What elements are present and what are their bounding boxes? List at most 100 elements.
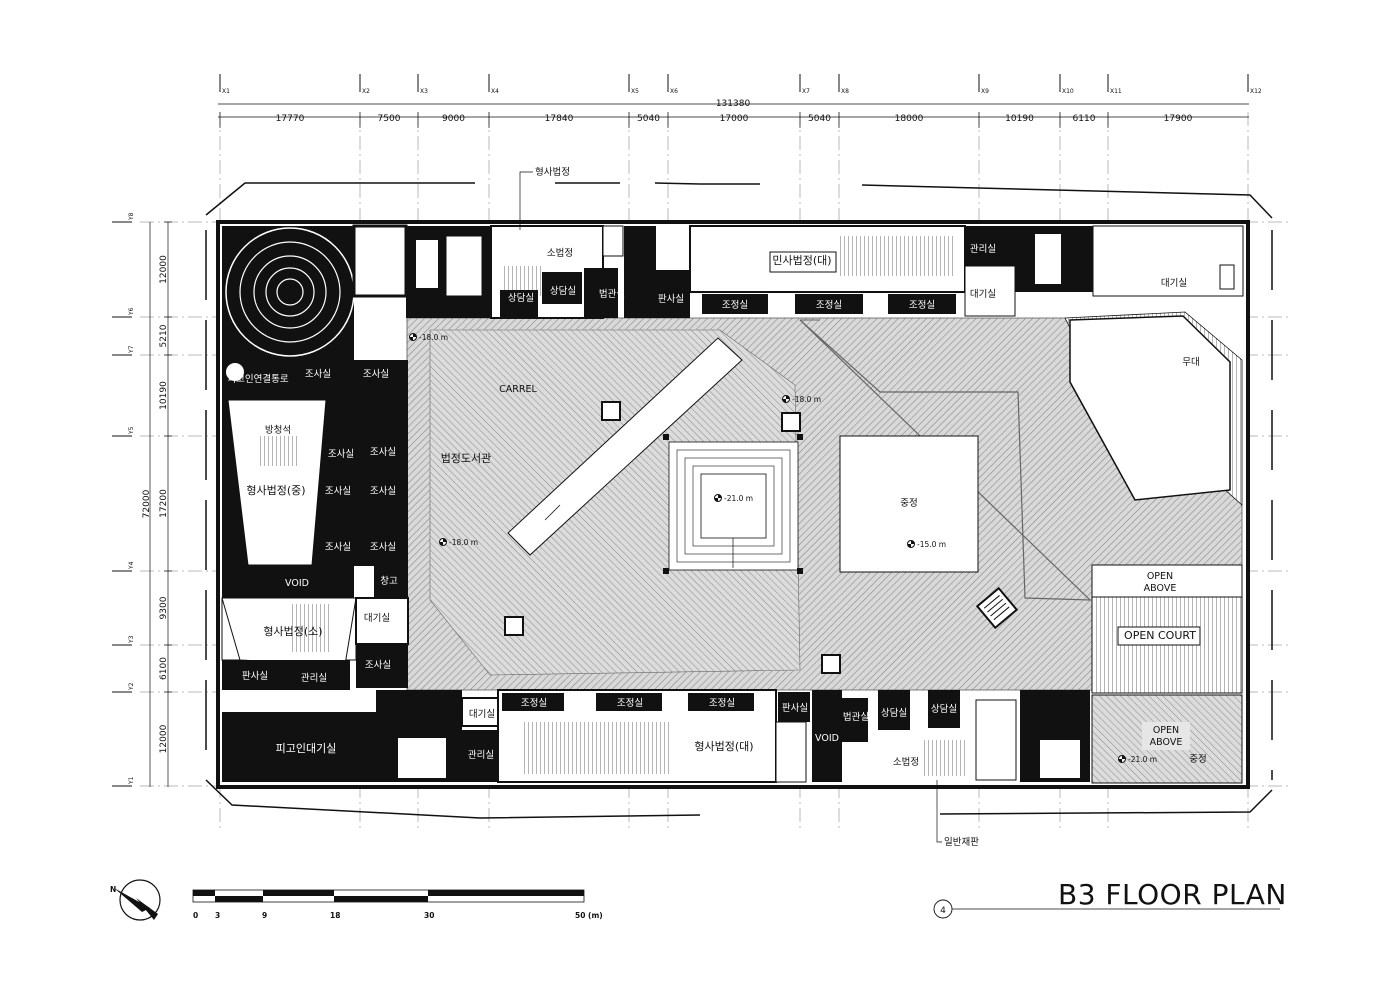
x-span-dimension: 17900 (1164, 114, 1193, 124)
total-dimension: 131380 (716, 99, 751, 109)
svg-text:형사법정: 형사법정 (535, 167, 570, 178)
room-label-josa-a: 조사실 (305, 369, 331, 380)
elevation-mark: -18.0 m (409, 333, 448, 342)
elevation-mark: -21.0 m (1118, 755, 1157, 764)
y-grid-label: Y4 (128, 561, 135, 570)
site-boundary (205, 182, 1273, 819)
elevation-mark: -21.0 m (714, 494, 753, 503)
room-label-mudae: 무대 (1182, 357, 1199, 368)
room-label-sangdam-1: 상담실 (508, 292, 534, 304)
room-label-josa-5: 조사실 (325, 542, 351, 553)
bottom-rooms (461, 689, 1090, 783)
y-grid-label: Y7 (128, 345, 135, 354)
top-rooms (222, 224, 1244, 360)
svg-text:-18.0 m: -18.0 m (449, 538, 478, 547)
room-label-josa-7: 조사실 (365, 660, 391, 671)
x-span-dimension: 6110 (1073, 114, 1096, 124)
room-label-open-court: OPEN COURT (1124, 629, 1196, 642)
room-label-bangcheong: 방청석 (265, 425, 291, 436)
svg-text:N: N (110, 885, 116, 894)
svg-text:-18.0 m: -18.0 m (792, 395, 821, 404)
x-span-dimension: 5040 (637, 114, 660, 124)
room-label-jungjeong: 중정 (900, 498, 917, 509)
room-label-sangdam-2: 상담실 (550, 285, 576, 297)
central-hall (406, 311, 1243, 691)
x-span-dimension: 18000 (895, 114, 924, 124)
y-span-dimension: 10190 (159, 381, 169, 410)
room-label-jojeong-t3: 조정실 (909, 300, 935, 311)
room-label-josa-4: 조사실 (370, 486, 396, 497)
room-label-void-left: VOID (285, 578, 309, 589)
room-label-hyeongsa-large: 형사법정(대) (694, 740, 753, 753)
room-label-jungjeong-br: 중정 (1189, 754, 1206, 765)
x-grid-label: X8 (841, 88, 849, 95)
room-label-jojeong-b3: 조정실 (709, 698, 735, 709)
svg-text:30: 30 (424, 911, 434, 920)
y-grid-label: Y8 (128, 212, 135, 221)
x-span-dimension: 5040 (808, 114, 831, 124)
room-label-changgo: 창고 (380, 576, 398, 587)
x-grid-label: X11 (1110, 88, 1122, 95)
y-grid-label: Y3 (128, 635, 135, 644)
elevation-mark: -18.0 m (782, 395, 821, 404)
elevation-mark: -18.0 m (439, 538, 478, 547)
drawing-number: 4 (940, 906, 946, 916)
room-label-daegi-top: 대기실 (970, 289, 996, 300)
x-span-dimension: 17000 (720, 114, 749, 124)
room-label-gwanri-bottom: 관리실 (468, 750, 494, 761)
x-grid-label: X12 (1250, 88, 1262, 95)
room-label-jojeong-t1: 조정실 (722, 300, 748, 311)
room-label-pigoin: 피고인대기실 (276, 742, 337, 755)
y-grid-label: Y5 (128, 426, 135, 435)
room-label-sangdam-3: 상담실 (881, 707, 907, 719)
y-span-dimension: 17200 (159, 489, 169, 518)
room-label-josa-b: 조사실 (363, 369, 389, 380)
x-grid-label: X5 (631, 88, 639, 95)
room-label-jojeong-b1: 조정실 (521, 698, 547, 709)
room-label-void-bottom: VOID (815, 733, 839, 744)
x-grid-label: X4 (491, 88, 499, 95)
room-label-josa-1: 조사실 (328, 449, 354, 460)
room-label-josa-3: 조사실 (325, 486, 351, 497)
x-grid-label: X3 (420, 88, 428, 95)
room-label-josa-2: 조사실 (370, 447, 396, 458)
y-grid-label: Y2 (128, 682, 135, 691)
callout-bottom: 일반재판 (936, 780, 979, 848)
svg-text:-21.0 m: -21.0 m (1128, 755, 1157, 764)
svg-text:3: 3 (215, 911, 220, 920)
room-label-pansa-left: 판사실 (242, 671, 268, 682)
x-span-dimension: 10190 (1005, 114, 1034, 124)
y-span-dimension: 12000 (159, 255, 169, 284)
room-label-hyeongsa-mid: 형사법정(중) (246, 484, 305, 497)
x-grid-label: X7 (802, 88, 810, 95)
svg-text:일반재판: 일반재판 (944, 837, 979, 848)
x-grid-label: X9 (981, 88, 989, 95)
north-arrow-icon: N (110, 879, 161, 921)
open-court-zone (1091, 564, 1243, 784)
svg-text:-21.0 m: -21.0 m (724, 494, 753, 503)
callout-top: 형사법정 (519, 167, 570, 230)
stair-icon (975, 586, 1019, 630)
room-label-gwanri-top: 관리실 (970, 244, 996, 255)
y-span-dimension: 9300 (159, 596, 169, 619)
elevation-marks: -18.0 m-18.0 m-18.0 m-21.0 m-15.0 m-21.0… (409, 333, 1157, 764)
room-label-daegi-bottom: 대기실 (469, 709, 495, 720)
y-span-dimension: 6100 (159, 657, 169, 680)
x-grid-label: X10 (1062, 88, 1074, 95)
svg-text:18: 18 (330, 911, 340, 920)
room-label-beopgwan-2: 법관실 (843, 712, 869, 723)
plan-title: B3 FLOOR PLAN (1058, 878, 1287, 911)
room-label-josa-6: 조사실 (370, 542, 396, 553)
y-span-dimension: 5210 (159, 324, 169, 347)
x-span-dimension: 17770 (276, 114, 305, 124)
x-span-dimension: 7500 (378, 114, 401, 124)
title-block: 4 B3 FLOOR PLAN (933, 878, 1287, 919)
x-grid-label: X2 (362, 88, 370, 95)
room-label-daegi-left: 대기실 (364, 613, 390, 624)
